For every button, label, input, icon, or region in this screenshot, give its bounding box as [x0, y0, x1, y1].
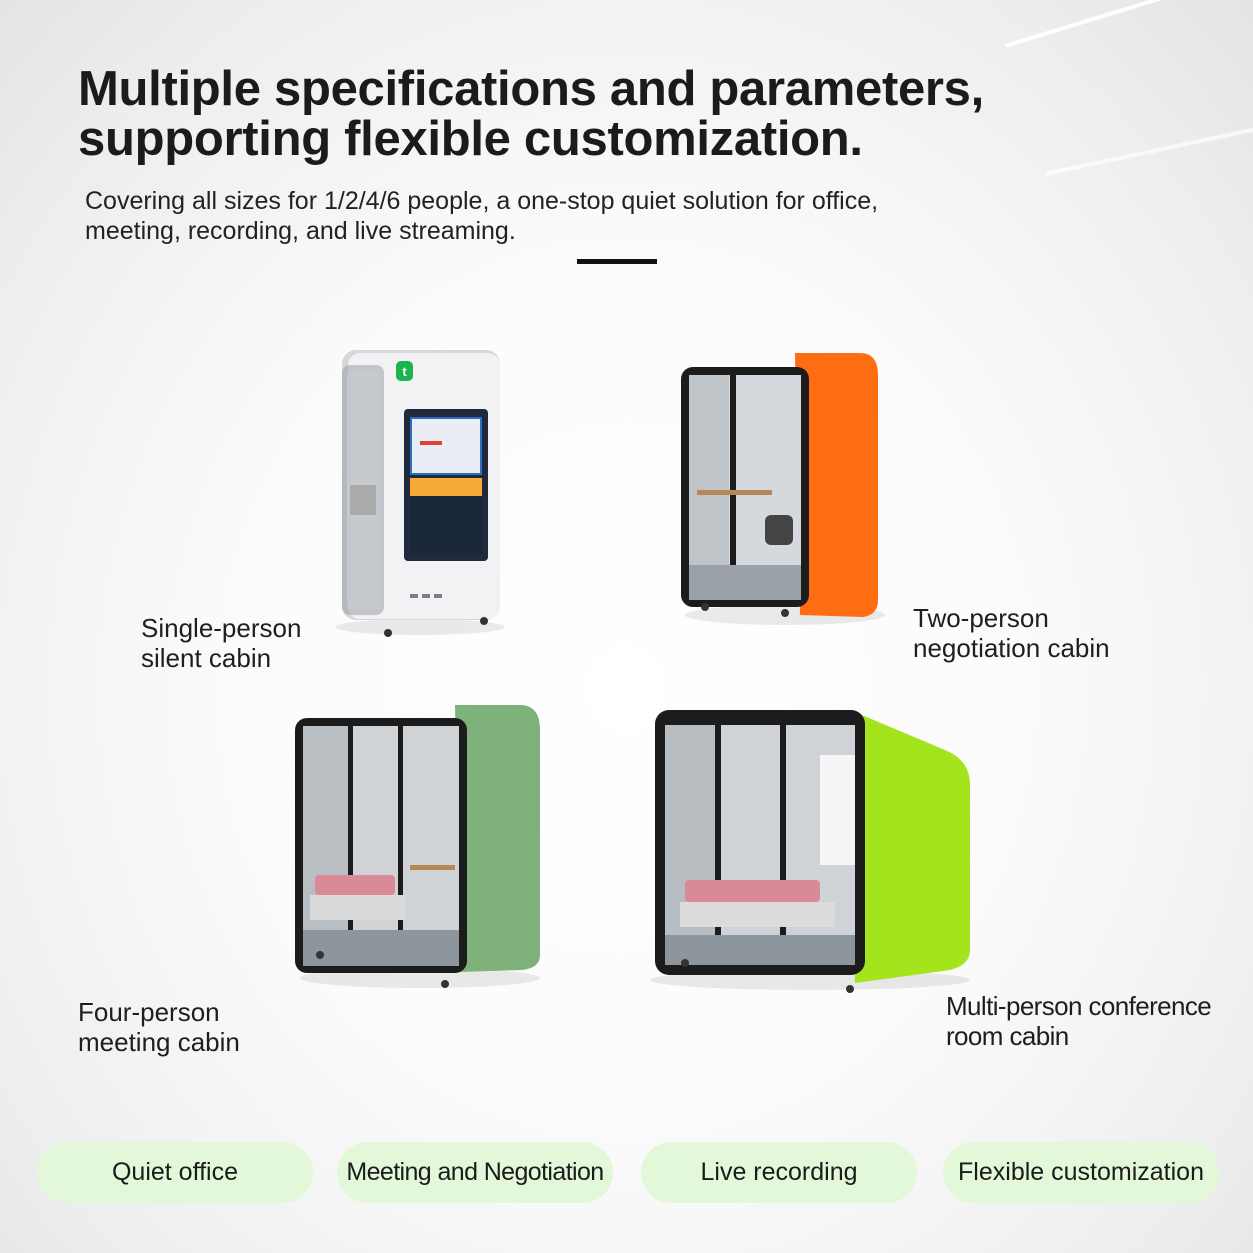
svg-text:t: t	[402, 364, 407, 379]
multi-person-cabin-image	[645, 705, 975, 995]
two-person-cabin-image	[675, 345, 885, 630]
tag-live-recording: Live recording	[641, 1142, 917, 1203]
ceiling-light-1	[1004, 0, 1253, 48]
logo-icon	[396, 361, 413, 381]
title-divider	[577, 259, 657, 264]
tag-quiet-office: Quiet office	[37, 1142, 313, 1203]
four-person-cabin-image	[290, 700, 545, 995]
tag-meeting-negotiation: Meeting and Negotiation	[337, 1142, 613, 1203]
single-person-cabin-image: t	[330, 345, 510, 640]
page-subtitle: Covering all sizes for 1/2/4/6 people, a…	[85, 187, 879, 245]
feature-tags: Quiet office Meeting and Negotiation Liv…	[0, 1142, 1253, 1204]
tag-flexible-customization: Flexible customization	[943, 1142, 1219, 1203]
page-title: Multiple specifications and parameters,s…	[78, 62, 984, 166]
